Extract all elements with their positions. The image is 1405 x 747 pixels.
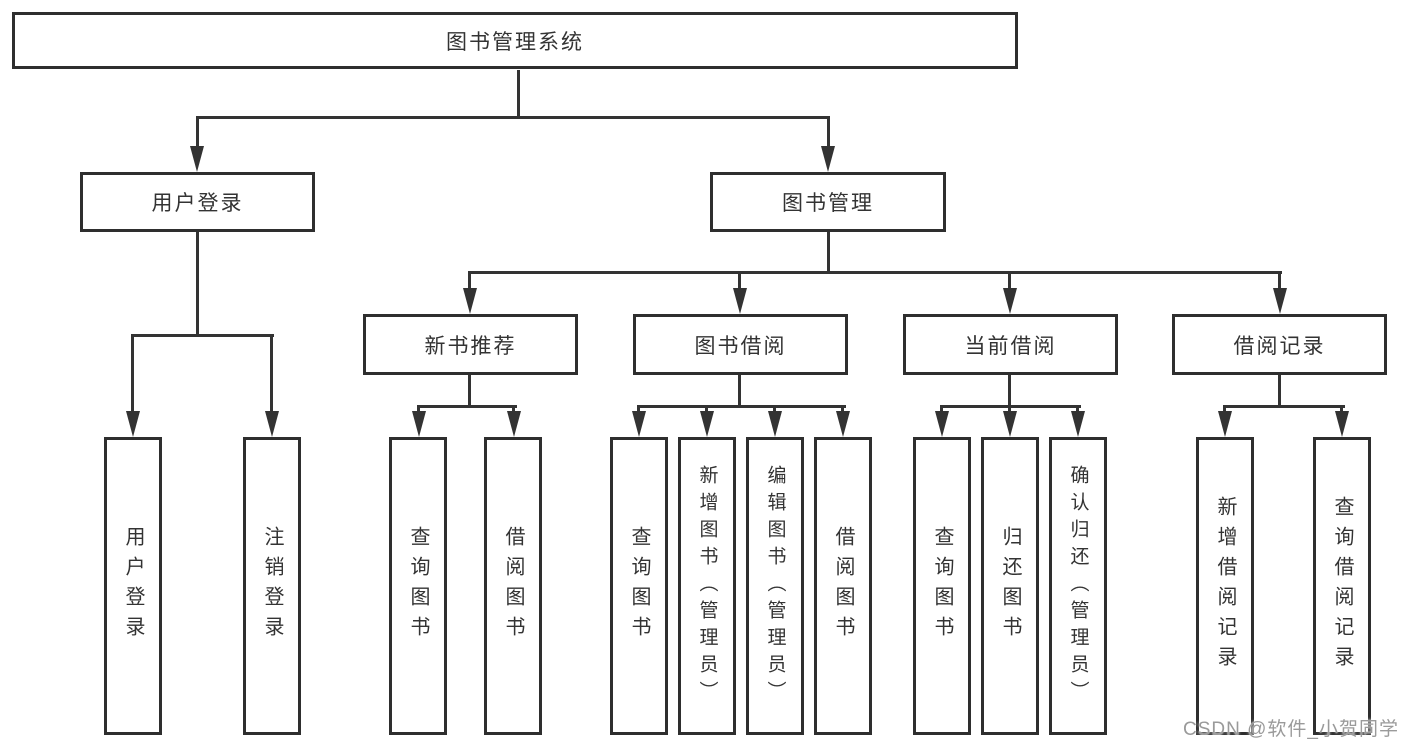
leaf-add-borrow-record-label: 新增借阅记录 [1214,496,1236,676]
leaf-borrow-books-2-label: 借阅图书 [832,526,854,646]
leaf-confirm-return-admin: 确认归还（管理员） [1049,437,1107,735]
connector-line [1008,375,1011,407]
connector-line [1223,405,1345,408]
connector-line [196,116,830,119]
arrow-down-icon [935,411,949,437]
arrow-down-icon [507,411,521,437]
arrow-down-icon [836,411,850,437]
leaf-query-books-2: 查询图书 [610,437,668,735]
leaf-query-borrow-record: 查询借阅记录 [1313,437,1371,735]
node-current-borrow: 当前借阅 [903,314,1118,375]
node-user-login-label: 用户登录 [151,192,244,215]
connector-line [517,70,520,118]
arrow-down-icon [1003,288,1017,314]
connector-line [1278,375,1281,407]
connector-line [468,375,471,407]
arrow-down-icon [412,411,426,437]
node-book-borrow-label: 图书借阅 [694,334,787,358]
leaf-query-borrow-record-label: 查询借阅记录 [1331,496,1353,676]
leaf-add-books-admin: 新增图书（管理员） [678,437,736,735]
leaf-query-books-1-label: 查询图书 [407,526,429,646]
node-new-book-recommend-label: 新书推荐 [424,334,517,358]
arrow-down-icon [700,411,714,437]
node-borrow-record-label: 借阅记录 [1233,334,1326,358]
arrow-down-icon [1273,288,1287,314]
node-borrow-record: 借阅记录 [1172,314,1387,375]
connector-line [827,118,830,150]
connector-line [1278,273,1281,291]
leaf-borrow-books-1-label: 借阅图书 [502,526,524,646]
node-user-login: 用户登录 [80,172,315,232]
connector-line [468,273,471,291]
connector-line [417,405,517,408]
arrow-down-icon [1218,411,1232,437]
node-book-management: 图书管理 [710,172,946,232]
leaf-logout-label: 注销登录 [261,526,283,646]
arrow-down-icon [768,411,782,437]
connector-line [131,336,134,414]
connector-line [270,336,273,414]
node-root: 图书管理系统 [12,12,1018,69]
leaf-confirm-return-admin-label: 确认归还（管理员） [1067,464,1089,708]
leaf-return-books: 归还图书 [981,437,1039,735]
leaf-borrow-books-2: 借阅图书 [814,437,872,735]
watermark: CSDN @软件_小贺同学 [1183,719,1399,740]
leaf-query-books-3-label: 查询图书 [931,526,953,646]
connector-line [196,118,199,150]
connector-line [738,375,741,407]
leaf-user-login: 用户登录 [104,437,162,735]
connector-line [637,405,846,408]
connector-line [738,273,741,291]
arrow-down-icon [1335,411,1349,437]
connector-line [940,405,1081,408]
leaf-query-books-1: 查询图书 [389,437,447,735]
leaf-edit-books-admin: 编辑图书（管理员） [746,437,804,735]
connector-line [1008,273,1011,291]
connector-line [131,334,274,337]
node-new-book-recommend: 新书推荐 [363,314,578,375]
arrow-down-icon [190,146,204,172]
leaf-user-login-label: 用户登录 [122,526,144,646]
leaf-borrow-books-1: 借阅图书 [484,437,542,735]
leaf-return-books-label: 归还图书 [999,526,1021,646]
node-root-label: 图书管理系统 [446,30,584,54]
arrow-down-icon [821,146,835,172]
arrow-down-icon [1003,411,1017,437]
arrow-down-icon [265,411,279,437]
arrow-down-icon [126,411,140,437]
node-book-borrow: 图书借阅 [633,314,848,375]
leaf-query-books-2-label: 查询图书 [628,526,650,646]
node-book-management-label: 图书管理 [782,192,874,215]
arrow-down-icon [463,288,477,314]
connector-line [468,271,1282,274]
node-current-borrow-label: 当前借阅 [964,334,1057,358]
arrow-down-icon [632,411,646,437]
arrow-down-icon [733,288,747,314]
connector-line [827,232,830,274]
leaf-add-borrow-record: 新增借阅记录 [1196,437,1254,735]
leaf-query-books-3: 查询图书 [913,437,971,735]
arrow-down-icon [1071,411,1085,437]
connector-line [196,232,199,336]
leaf-add-books-admin-label: 新增图书（管理员） [696,464,718,708]
leaf-edit-books-admin-label: 编辑图书（管理员） [764,464,786,708]
leaf-logout: 注销登录 [243,437,301,735]
